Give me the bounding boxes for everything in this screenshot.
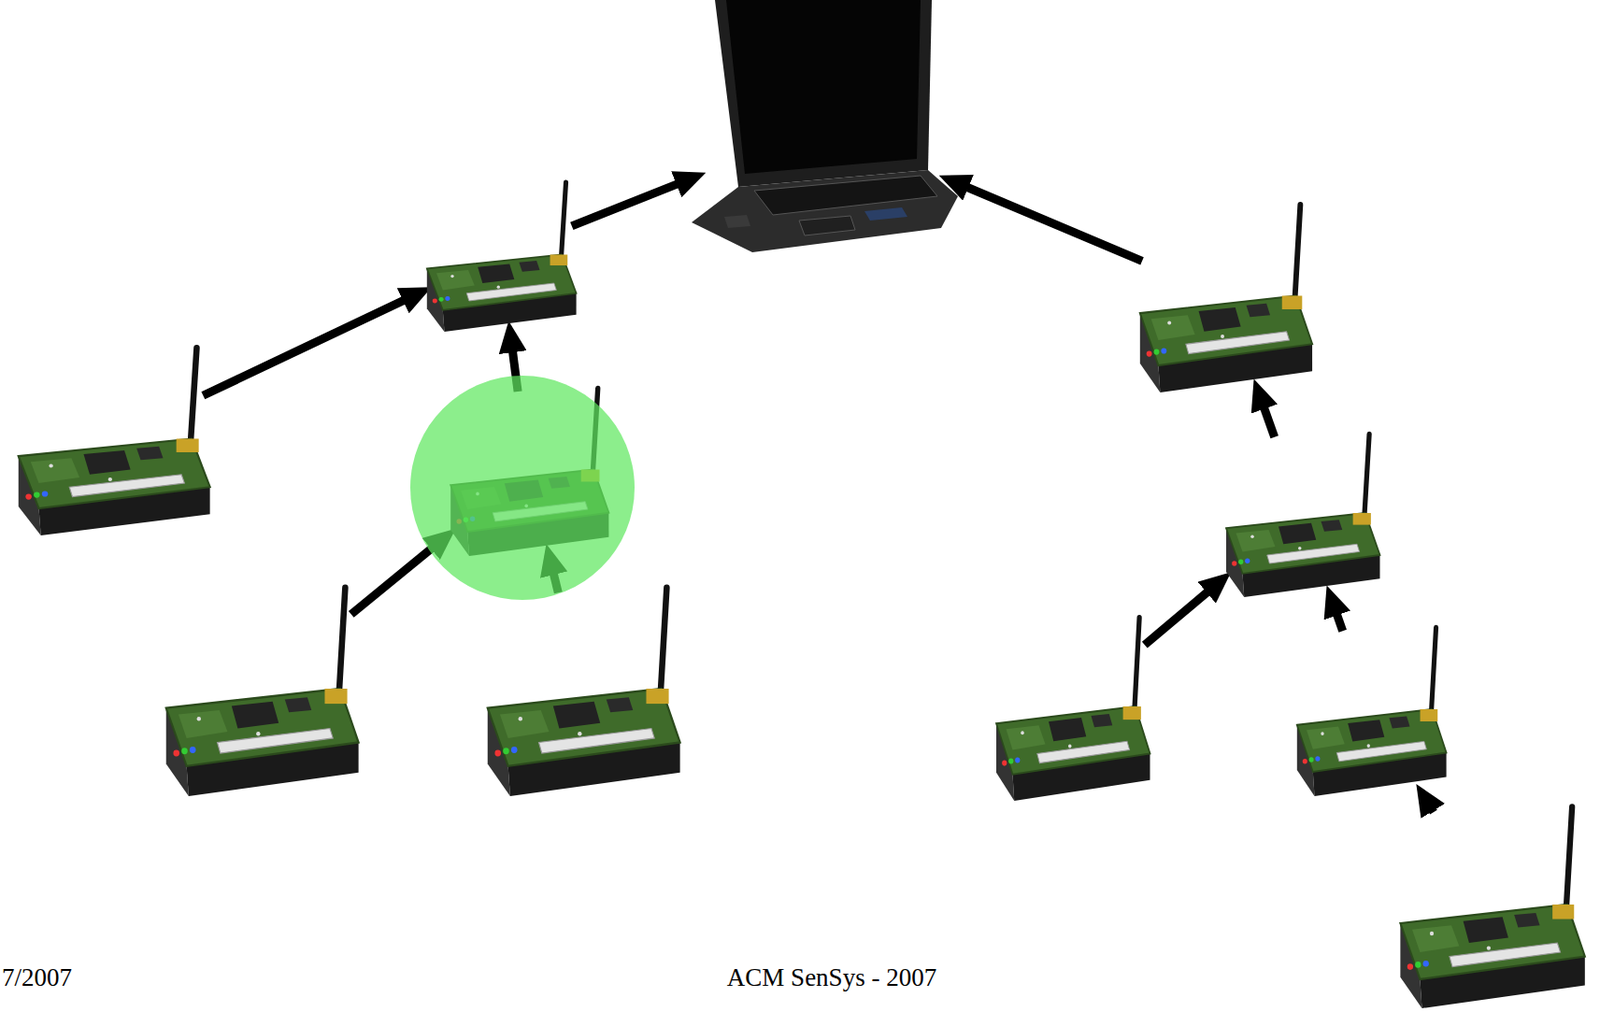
sensor-mote — [157, 581, 363, 797]
arrow-connector — [202, 297, 410, 396]
laptop-sink — [686, 0, 958, 253]
highlight-circle — [410, 375, 635, 600]
sensor-mote — [1219, 428, 1384, 598]
arrow-connector — [512, 344, 518, 392]
arrow-connector — [1428, 804, 1434, 813]
arrow-connector — [961, 185, 1143, 262]
arrow-connector — [351, 543, 438, 615]
arrow-connector — [571, 181, 684, 227]
slide-footer: ACM SenSys - 2007 — [727, 962, 937, 993]
arrow-connector — [1261, 401, 1274, 438]
sensor-mote — [420, 177, 580, 332]
sensor-mote — [443, 383, 613, 557]
slide-date: 7/2007 — [1, 962, 72, 993]
arrow-connector — [552, 567, 559, 593]
sensor-mote — [1290, 622, 1450, 797]
sensor-mote — [479, 581, 685, 797]
arrow-connector — [1144, 587, 1214, 645]
arrow-connector — [1334, 608, 1343, 631]
sensor-mote — [1392, 800, 1589, 1009]
sensor-mote — [1132, 199, 1316, 393]
sensor-mote — [989, 612, 1154, 801]
sensor-mote — [10, 342, 215, 536]
